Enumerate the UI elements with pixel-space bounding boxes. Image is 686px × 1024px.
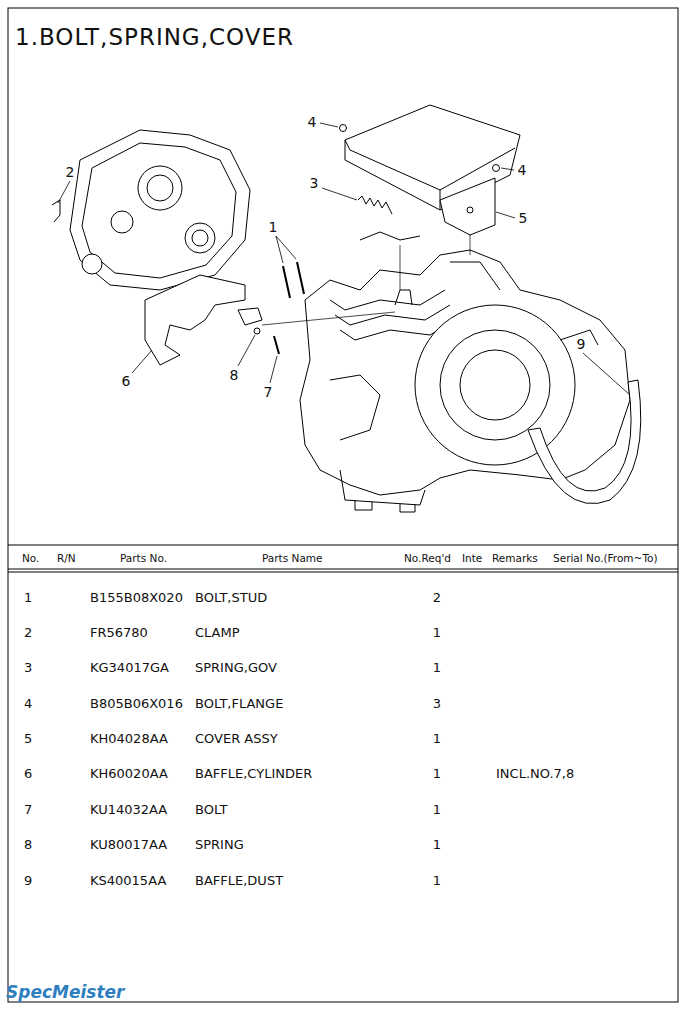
item-number: 7 [24, 803, 32, 816]
column-header: R/N [57, 553, 76, 564]
part-number: KU80017AA [90, 838, 167, 851]
part-name: BOLT,STUD [195, 591, 267, 604]
column-header: Parts Name [262, 553, 323, 564]
quantity: 1 [433, 626, 441, 639]
page-title: 1.BOLT,SPRING,COVER [15, 26, 294, 49]
governor-spring [358, 196, 392, 214]
part-name: BOLT,FLANGE [195, 697, 283, 710]
cover-assy [345, 105, 520, 235]
remark: INCL.NO.7,8 [496, 767, 574, 780]
quantity: 1 [433, 661, 441, 674]
engine-drawing [300, 250, 630, 512]
part-name: BOLT [195, 803, 227, 816]
quantity: 3 [433, 697, 441, 710]
bolt-part [274, 336, 279, 354]
part-number: B805B06X016 [90, 697, 183, 710]
callout-number: 7 [264, 385, 273, 399]
spring-part [254, 328, 260, 334]
item-number: 2 [24, 626, 32, 639]
part-number: KU14032AA [90, 803, 167, 816]
watermark: SpecMeister [6, 984, 124, 1001]
part-name: SPRING,GOV [195, 661, 277, 674]
callout-number: 4 [308, 115, 317, 129]
cylinder-baffle [145, 275, 245, 365]
item-number: 3 [24, 661, 32, 674]
column-header: Serial No.(From~To) [553, 553, 658, 564]
part-name: CLAMP [195, 626, 240, 639]
callout-number: 3 [310, 176, 319, 190]
table-rule [8, 545, 678, 546]
part-number: FR56780 [90, 626, 148, 639]
part-number: KG34017GA [90, 661, 169, 674]
dust-baffle [528, 380, 641, 504]
quantity: 1 [433, 767, 441, 780]
baffle-bracket [238, 308, 262, 325]
stud-bolt [283, 262, 304, 298]
column-header: Parts No. [120, 553, 167, 564]
guide-line [262, 235, 470, 325]
item-number: 8 [24, 838, 32, 851]
quantity: 1 [433, 838, 441, 851]
governor-lever [360, 232, 420, 240]
column-header: No.Req'd [404, 553, 451, 564]
callout-number: 9 [577, 337, 586, 351]
callout-number: 2 [66, 165, 75, 179]
clamp-part [52, 200, 60, 222]
item-number: 4 [24, 697, 32, 710]
part-name: BAFFLE,DUST [195, 874, 283, 887]
part-number: B155B08X020 [90, 591, 183, 604]
part-name: SPRING [195, 838, 244, 851]
gear-case-cover [70, 130, 250, 290]
quantity: 1 [433, 874, 441, 887]
callout-number: 8 [230, 368, 239, 382]
quantity: 1 [433, 803, 441, 816]
part-number: KH04028AA [90, 732, 168, 745]
item-number: 6 [24, 767, 32, 780]
part-number: KS40015AA [90, 874, 166, 887]
table-rule [8, 572, 678, 573]
callout-number: 4 [518, 163, 527, 177]
part-name: COVER ASSY [195, 732, 278, 745]
flange-bolt [340, 125, 500, 172]
callout-number: 1 [269, 220, 278, 234]
column-header: No. [22, 553, 39, 564]
part-number: KH60020AA [90, 767, 168, 780]
callout-number: 6 [122, 374, 131, 388]
item-number: 9 [24, 874, 32, 887]
quantity: 1 [433, 732, 441, 745]
quantity: 2 [433, 591, 441, 604]
callout-number: 5 [519, 211, 528, 225]
page-frame [8, 8, 678, 1002]
column-header: Inte [462, 553, 482, 564]
part-name: BAFFLE,CYLINDER [195, 767, 312, 780]
table-rule [8, 569, 678, 570]
column-header: Remarks [492, 553, 538, 564]
leader-line [58, 123, 630, 395]
item-number: 5 [24, 732, 32, 745]
item-number: 1 [24, 591, 32, 604]
